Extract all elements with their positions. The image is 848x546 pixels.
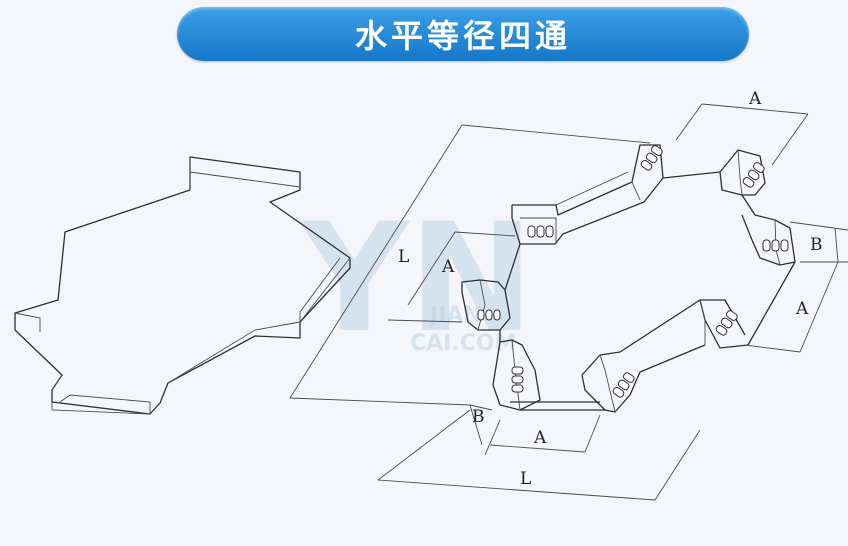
dim-a-left: A bbox=[441, 257, 455, 277]
slot-holes bbox=[477, 145, 789, 398]
dim-a-bottom: A bbox=[533, 428, 547, 448]
watermark-logo: YN JIAN CAI.COM bbox=[298, 192, 534, 366]
dimension-lines bbox=[289, 103, 848, 501]
page-title: 水平等径四通 bbox=[354, 17, 571, 55]
dim-l-left: L bbox=[398, 247, 409, 267]
dim-b-bottom: B bbox=[472, 407, 485, 427]
watermark-line1: JIAN bbox=[428, 303, 482, 328]
dim-l-bottom: L bbox=[520, 469, 531, 489]
dimension-labels: A B A L A B A L bbox=[398, 89, 823, 489]
dim-a-top: A bbox=[748, 89, 762, 109]
dim-a-right: A bbox=[795, 299, 809, 319]
left-tray-view bbox=[14, 156, 351, 415]
title-banner: 水平等径四通 bbox=[177, 7, 749, 61]
dim-b-right: B bbox=[810, 235, 823, 255]
right-tray-view bbox=[461, 144, 796, 413]
watermark-letters: YN bbox=[298, 192, 534, 366]
